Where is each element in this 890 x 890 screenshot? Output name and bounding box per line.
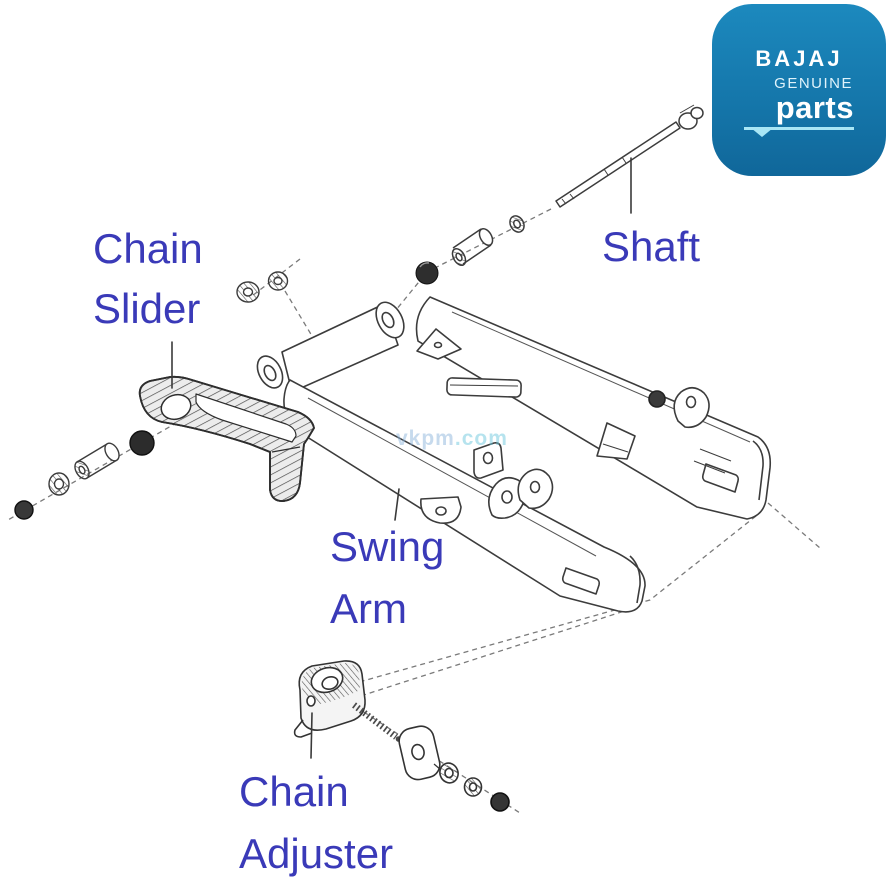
label-swing-arm-line1: Swing	[330, 523, 445, 570]
label-chain-adjuster-line1: Chain	[239, 768, 349, 815]
logo-underline-chevron-icon	[744, 127, 854, 137]
label-chain-slider-line1: Chain	[93, 225, 203, 272]
label-chain-adjuster-line2: Adjuster	[239, 830, 394, 877]
swing-arm-drawing	[256, 296, 772, 613]
chain-adjuster-drawing	[293, 660, 510, 812]
logo-brand-text: BAJAJ	[755, 46, 843, 71]
watermark: vkpm.com	[396, 427, 508, 451]
label-chain-slider: Chain Slider	[93, 219, 203, 339]
label-swing-arm-line2: Arm	[330, 585, 407, 632]
pivot-nuts-drawing	[236, 271, 289, 303]
watermark-name: vkpm	[396, 427, 455, 450]
label-swing-arm: Swing Arm	[330, 516, 444, 640]
dashed-guide-lines	[7, 208, 821, 814]
watermark-tld: .com	[454, 427, 508, 450]
logo-parts-text: parts	[775, 90, 854, 125]
label-chain-adjuster: Chain Adjuster	[239, 761, 393, 885]
bajaj-genuine-parts-logo: BAJAJ GENUINE parts	[712, 4, 886, 176]
label-shaft-line1: Shaft	[602, 223, 701, 270]
leader-lines	[171, 157, 632, 759]
label-shaft: Shaft	[602, 217, 700, 277]
label-chain-slider-line2: Slider	[93, 285, 201, 332]
shaft-drawing	[415, 104, 704, 285]
logo-genuine-text: GENUINE	[774, 75, 853, 92]
slider-fasteners-drawing	[14, 430, 155, 520]
